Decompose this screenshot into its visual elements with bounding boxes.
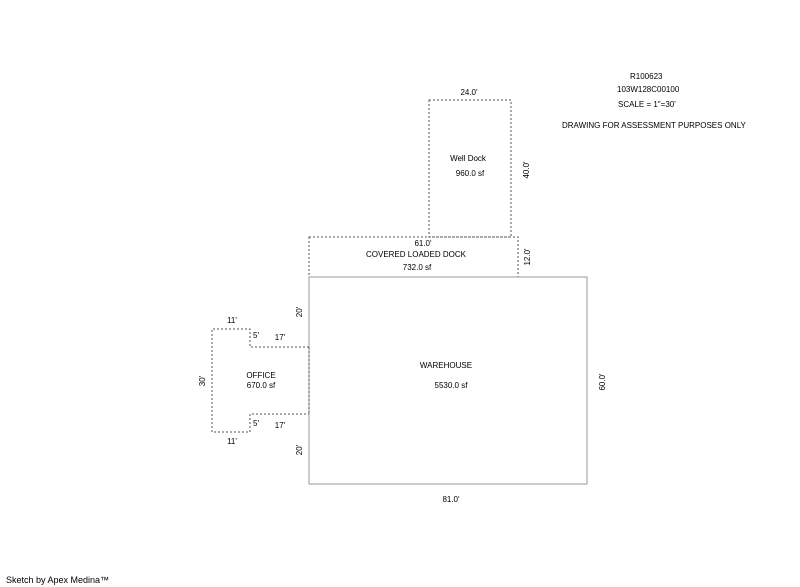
office-height-dim: 30' [198,375,207,386]
warehouse-area: 5530.0 sf [435,381,469,390]
office-top-dim: 11' [227,316,237,325]
office-top-step-dim: 5' [253,331,259,340]
well-dock-width-dim: 24.0' [460,88,478,97]
account-number: 103W128C00100 [617,85,680,94]
well-dock-area: 960.0 sf [456,169,485,178]
office-area: 670.0 sf [247,381,276,390]
parcel-id: R100623 [630,72,663,81]
warehouse-upper-wall-dim: 20' [295,306,304,317]
well-dock-height-dim: 40.0' [522,161,531,179]
covered-dock-area: 732.0 sf [403,263,432,272]
warehouse-width-dim: 81.0' [442,495,460,504]
office-bottom-dim: 11' [227,437,237,446]
office-top-arm-dim: 17' [275,333,286,342]
covered-dock-label: COVERED LOADED DOCK [366,250,467,259]
covered-dock-width-dim: 61.0' [414,239,432,248]
office-bottom-arm-dim: 17' [275,421,286,430]
warehouse-height-dim: 60.0' [598,373,607,391]
office-outline [211,328,309,433]
office-bottom-step-dim: 5' [253,419,259,428]
assessment-note: DRAWING FOR ASSESSMENT PURPOSES ONLY [562,121,746,130]
sketch-credit: Sketch by Apex Medina™ [6,575,110,585]
well-dock-label: Well Dock [450,154,487,163]
warehouse-label: WAREHOUSE [420,361,472,370]
warehouse-lower-wall-dim: 20' [295,444,304,455]
covered-dock-height-dim: 12.0' [523,248,532,266]
scale-note: SCALE = 1"=30' [618,100,676,109]
office-label: OFFICE [246,371,275,380]
